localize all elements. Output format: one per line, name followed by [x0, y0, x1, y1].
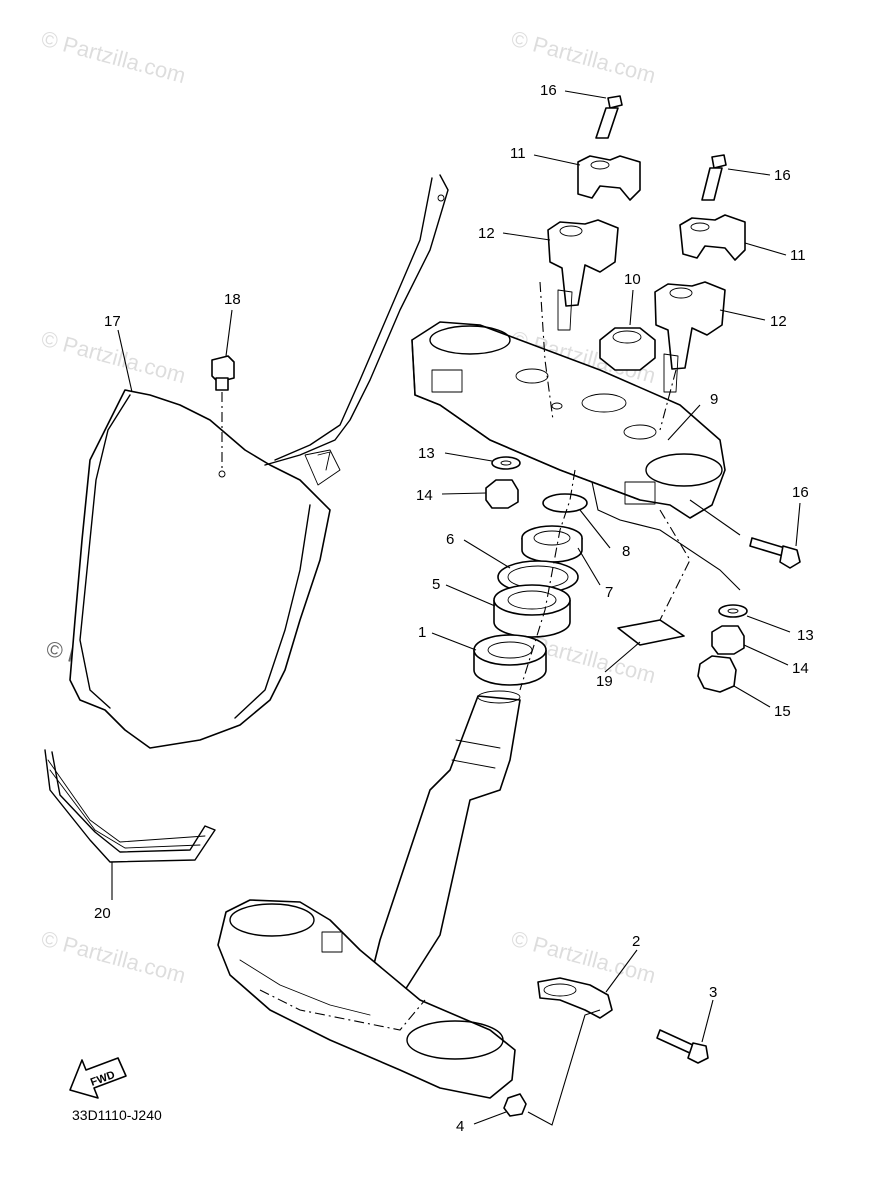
- callout-16: 16: [774, 167, 791, 184]
- callout-12: 12: [770, 313, 787, 330]
- leader-8-line: [579, 509, 611, 549]
- washer-left-shape: [491, 456, 521, 470]
- callout-16: 16: [792, 484, 809, 501]
- callout-13: 13: [418, 445, 435, 462]
- leader-14a-line: [441, 492, 487, 495]
- leader-13b-line: [746, 615, 791, 633]
- leader-11b-line: [744, 242, 787, 256]
- guide-bolt-shape: [656, 1029, 709, 1064]
- leader-5-line: [445, 584, 496, 607]
- washer-8-shape: [542, 493, 588, 513]
- callout-19: 19: [596, 673, 613, 690]
- lower-triple-clamp-shape: [217, 899, 516, 1099]
- callout-1: 1: [418, 624, 426, 641]
- leader-16c-bracket-line: [689, 499, 741, 536]
- leader-19-line: [604, 641, 641, 673]
- steering-stem-shape: [369, 690, 521, 991]
- callout-7: 7: [605, 584, 613, 601]
- lower-bearing-shape: [473, 634, 547, 686]
- leader-9-bracket-line: [591, 481, 741, 591]
- assembly-centerline: [659, 509, 691, 621]
- leader-16a-line: [564, 90, 607, 99]
- callout-11: 11: [790, 247, 806, 264]
- leader-9-line: [667, 404, 701, 441]
- callout-14: 14: [416, 487, 433, 504]
- leader-12a-line: [502, 232, 551, 241]
- leader-11a-line: [533, 154, 581, 166]
- leader-16b-line: [727, 168, 771, 176]
- decal-shape: [44, 749, 216, 863]
- callout-13: 13: [797, 627, 814, 644]
- callout-18: 18: [224, 291, 241, 308]
- callout-10: 10: [624, 271, 641, 288]
- upper-clamp-right-shape: [679, 154, 746, 261]
- callout-12: 12: [478, 225, 495, 242]
- ring-nut-shape: [521, 525, 583, 563]
- leader-3-line: [701, 999, 714, 1043]
- watermark-text: © Partzilla.com: [509, 26, 659, 89]
- leader-4-line: [473, 1111, 507, 1125]
- leader-17-line: [117, 329, 133, 393]
- leader-2-line: [605, 949, 638, 993]
- leader-6-line: [463, 539, 511, 569]
- callout-20: 20: [94, 905, 111, 922]
- callout-2: 2: [632, 933, 640, 950]
- callout-15: 15: [774, 703, 791, 720]
- leader-7-line: [577, 547, 601, 586]
- leader-16c-line: [795, 502, 801, 547]
- leader-4-bracket-line: [527, 1009, 601, 1126]
- label-shape: [617, 619, 685, 646]
- callout-3: 3: [709, 984, 717, 1001]
- pinch-bolt-shape: [749, 537, 801, 569]
- leader-14b-line: [743, 644, 789, 666]
- leader-18-line: [225, 309, 233, 357]
- leader-13a-line: [444, 452, 493, 462]
- lower-clamp-right-shape: [654, 281, 726, 393]
- upper-clamp-left-shape: [577, 95, 641, 201]
- callout-16: 16: [540, 82, 557, 99]
- plate-bolt-shape: [211, 355, 235, 470]
- callout-5: 5: [432, 576, 440, 593]
- callout-8: 8: [622, 543, 630, 560]
- callout-4: 4: [456, 1118, 464, 1135]
- forward-arrow-icon: FWD: [69, 1057, 127, 1099]
- leader-15-line: [733, 685, 771, 708]
- callouts: 16 11 12 16 11 12 10 9 13 14 16 6 8 7 5 …: [94, 82, 814, 1135]
- nut-left-shape: [485, 479, 519, 509]
- leader-lines: [111, 90, 801, 1126]
- assembly-centerline: [539, 281, 554, 421]
- diagram-code: 33D1110-J240: [72, 1107, 162, 1123]
- watermark-text: © Partzilla.com: [39, 26, 189, 89]
- hose-guide-shape: [537, 977, 613, 1019]
- watermark-text: © Partzilla.com: [39, 926, 189, 989]
- collar-shape: [503, 1093, 527, 1117]
- cap-nut-shape: [697, 655, 737, 693]
- lower-clamp-left-shape: [547, 219, 619, 331]
- callout-9: 9: [710, 391, 718, 408]
- washer-right-shape: [718, 604, 748, 618]
- nut-right-shape: [711, 625, 745, 655]
- steering-nut-shape: [599, 327, 656, 371]
- upper-bearing-shape: [493, 584, 571, 638]
- leader-12b-line: [719, 309, 766, 321]
- callout-14: 14: [792, 660, 809, 677]
- leader-10-line: [629, 289, 634, 326]
- callout-11: 11: [510, 145, 526, 162]
- leader-1-line: [431, 632, 477, 651]
- upper-triple-clamp-shape: [411, 321, 726, 519]
- callout-6: 6: [446, 531, 454, 548]
- assembly-centerline: [519, 469, 576, 691]
- watermark-text: © Partzilla.com: [39, 326, 189, 389]
- callout-17: 17: [104, 313, 121, 330]
- number-plate-shape: [69, 174, 449, 749]
